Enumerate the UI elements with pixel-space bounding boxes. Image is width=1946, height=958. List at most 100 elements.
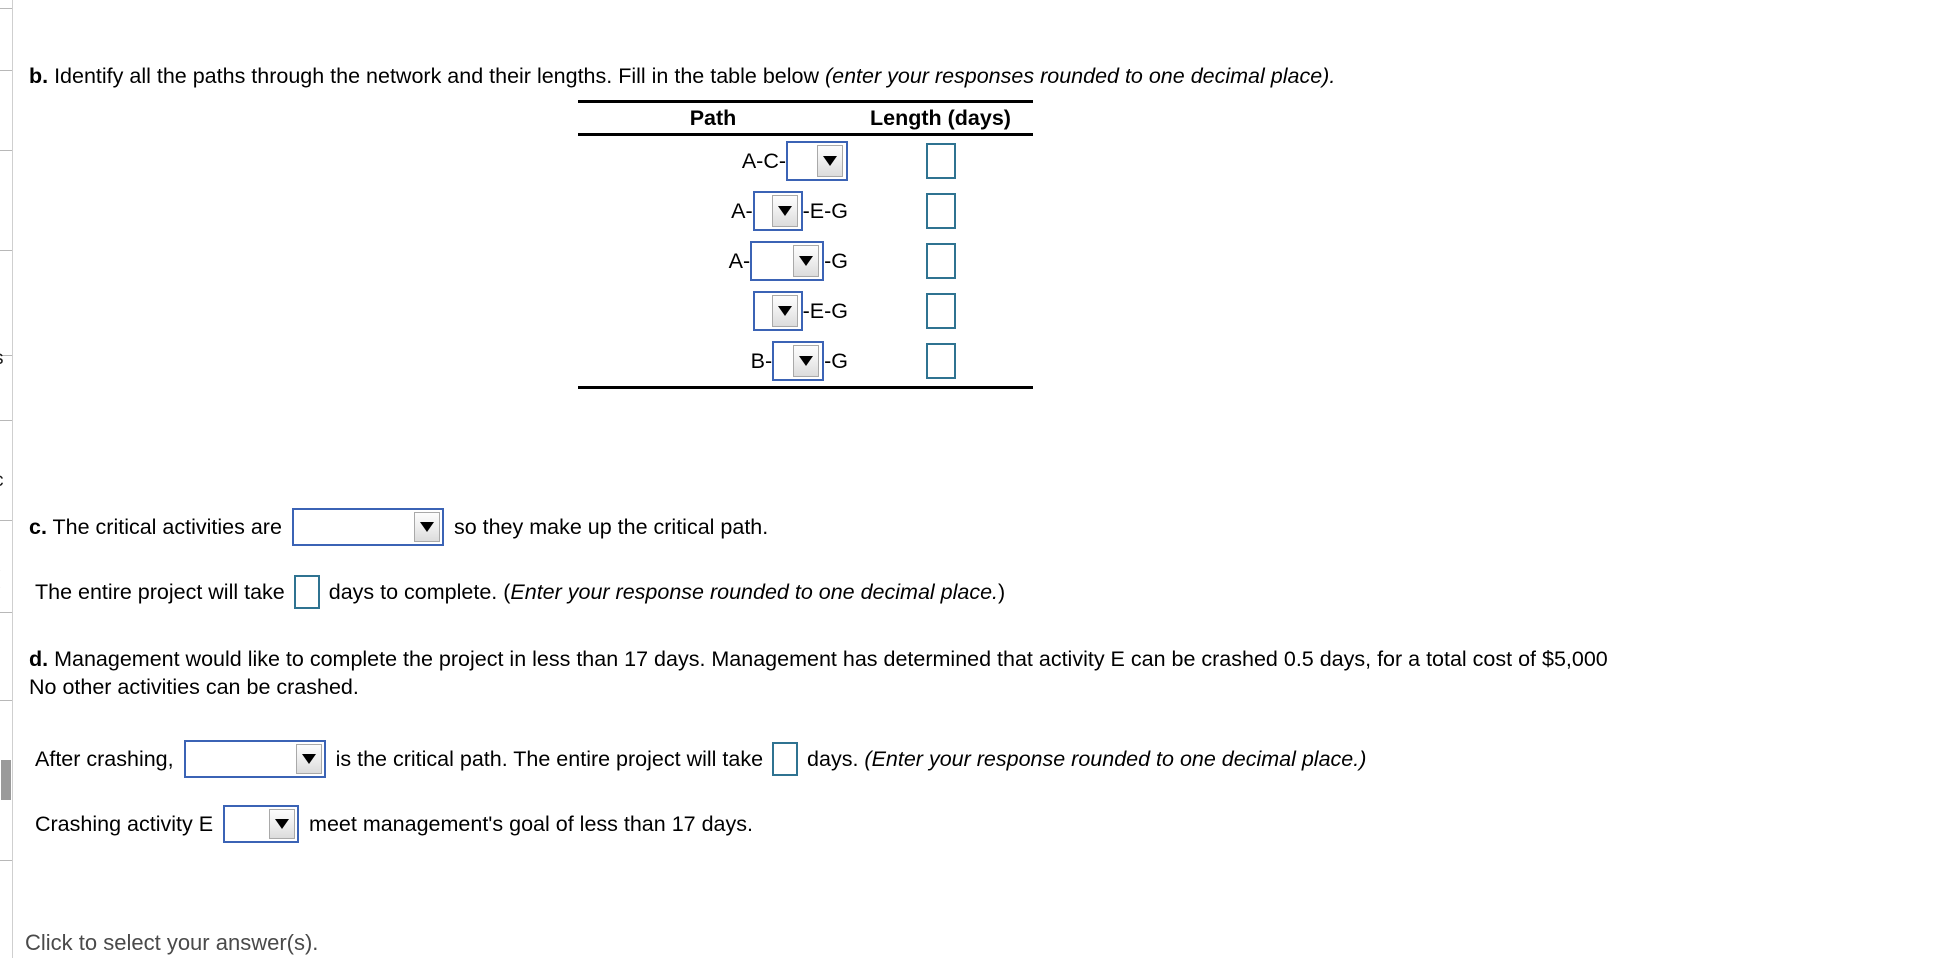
path-segment-select-4[interactable] bbox=[752, 291, 803, 331]
after-crashing-text-mid: is the critical path. The entire project… bbox=[335, 747, 764, 771]
length-cell bbox=[848, 143, 1033, 179]
after-crashing-duration-input[interactable] bbox=[772, 742, 799, 776]
table-bottom-rule bbox=[578, 386, 1033, 389]
path-prefix: A- bbox=[731, 198, 753, 223]
after-crashing-row: After crashing, is the critical path. Th… bbox=[35, 740, 1366, 778]
column-header-length: Length (days) bbox=[870, 105, 1011, 130]
left-edge-strip: s c ( bbox=[0, 0, 13, 958]
caret-down-glyph bbox=[799, 356, 814, 366]
path-suffix: -G bbox=[824, 348, 848, 373]
after-crashing-text-after: days. (Enter your response rounded to on… bbox=[807, 745, 1366, 773]
caret-down-glyph bbox=[777, 206, 792, 216]
edge-tick bbox=[0, 8, 12, 9]
question-b-marker: b. bbox=[29, 64, 49, 88]
path-cell: A-C- bbox=[578, 141, 848, 181]
project-duration-text-before: The entire project will take bbox=[35, 580, 285, 604]
question-b-body: Identify all the paths through the netwo… bbox=[48, 64, 825, 88]
table-row: A- -E-G bbox=[578, 186, 1033, 236]
caret-down-glyph bbox=[777, 306, 792, 316]
caret-down-icon[interactable] bbox=[817, 145, 843, 177]
edge-tick bbox=[0, 70, 12, 71]
path-cell: A- -G bbox=[578, 241, 848, 281]
path-segment-select-5[interactable] bbox=[772, 341, 825, 381]
length-input-1[interactable] bbox=[925, 143, 956, 179]
caret-down-glyph bbox=[419, 522, 434, 532]
edge-tick bbox=[0, 355, 12, 356]
path-segment-select-1[interactable] bbox=[786, 141, 848, 181]
critical-activities-select[interactable] bbox=[291, 508, 444, 546]
caret-down-glyph bbox=[799, 256, 814, 266]
table-row: B- -G bbox=[578, 336, 1033, 386]
caret-down-icon[interactable] bbox=[771, 195, 798, 227]
length-input-2[interactable] bbox=[925, 193, 956, 229]
length-input-3[interactable] bbox=[925, 243, 956, 279]
after-crashing-italic-note: (Enter your response rounded to one deci… bbox=[864, 747, 1367, 771]
crashing-e-select[interactable] bbox=[223, 805, 300, 843]
length-input-4[interactable] bbox=[925, 293, 956, 329]
table-row: A-C- bbox=[578, 136, 1033, 186]
length-cell bbox=[848, 293, 1033, 329]
path-prefix: B- bbox=[750, 348, 773, 373]
after-crashing-path-select[interactable] bbox=[183, 740, 326, 778]
caret-down-glyph bbox=[823, 156, 837, 166]
caret-down-icon[interactable] bbox=[771, 295, 798, 327]
edge-tick bbox=[0, 860, 12, 861]
project-duration-input[interactable] bbox=[293, 575, 320, 609]
length-cell bbox=[848, 243, 1033, 279]
caret-down-icon[interactable] bbox=[793, 345, 820, 377]
question-d-body: Management would like to complete the pr… bbox=[48, 647, 1608, 671]
question-d-line1: d. Management would like to complete the… bbox=[29, 645, 1608, 673]
table-header-row: Path Length (days) bbox=[578, 103, 1033, 133]
table-body: A-C- A- -E-G A- -G -E-G B- -G bbox=[578, 136, 1033, 386]
question-c-marker: c. bbox=[29, 515, 47, 539]
question-b-italic-note: (enter your responses rounded to one dec… bbox=[824, 64, 1336, 88]
after-crashing-after-label: days. bbox=[807, 747, 865, 771]
caret-down-glyph bbox=[275, 819, 290, 829]
caret-down-icon[interactable] bbox=[269, 809, 296, 839]
project-duration-row: The entire project will take days to com… bbox=[35, 575, 1005, 609]
caret-down-glyph bbox=[301, 754, 316, 764]
path-segment-select-2[interactable] bbox=[752, 191, 803, 231]
project-duration-italic-note: Enter your response rounded to one decim… bbox=[510, 580, 999, 604]
path-prefix: A- bbox=[728, 248, 751, 273]
table-top-rule bbox=[578, 100, 1033, 103]
question-b-text: b. Identify all the paths through the ne… bbox=[29, 62, 1335, 90]
path-cell: A- -E-G bbox=[578, 191, 848, 231]
crashing-e-text-after: meet management's goal of less than 17 d… bbox=[309, 812, 753, 836]
table-header-rule bbox=[578, 133, 1033, 136]
caret-down-icon[interactable] bbox=[295, 744, 322, 774]
footer-hint: Click to select your answer(s). bbox=[25, 930, 319, 955]
question-d-line2: No other activities can be crashed. bbox=[29, 675, 359, 699]
edge-tick bbox=[0, 420, 12, 421]
caret-down-icon[interactable] bbox=[413, 512, 440, 542]
question-c-row: c. The critical activities are so they m… bbox=[29, 508, 768, 546]
edge-tick bbox=[0, 250, 12, 251]
length-cell bbox=[848, 343, 1033, 379]
path-suffix: -E-G bbox=[802, 198, 848, 223]
crashing-e-row: Crashing activity E meet management's go… bbox=[35, 805, 753, 843]
caret-down-icon[interactable] bbox=[793, 245, 820, 277]
path-suffix: -G bbox=[824, 248, 848, 273]
question-c-label: c. The critical activities are bbox=[29, 513, 282, 541]
table-row: -E-G bbox=[578, 286, 1033, 336]
question-d-marker: d. bbox=[29, 647, 49, 671]
project-duration-after-label: days to complete. ( bbox=[328, 580, 511, 604]
length-cell bbox=[848, 193, 1033, 229]
paths-table: Path Length (days) A-C- A- -E-G A- -G -E-G B- -… bbox=[578, 100, 1033, 389]
edge-tick bbox=[0, 520, 12, 521]
edge-tick bbox=[0, 150, 12, 151]
project-duration-text-after: days to complete. (Enter your response r… bbox=[329, 578, 1005, 606]
question-c-text-after: so they make up the critical path. bbox=[453, 515, 769, 539]
path-suffix: -E-G bbox=[802, 298, 848, 323]
path-prefix: A-C- bbox=[741, 148, 786, 173]
table-row: A- -G bbox=[578, 236, 1033, 286]
question-c-text-before: The critical activities are bbox=[46, 515, 282, 539]
exercise-page: b. Identify all the paths through the ne… bbox=[13, 0, 1946, 958]
path-segment-select-3[interactable] bbox=[750, 241, 825, 281]
project-duration-text-end: ) bbox=[998, 580, 1006, 604]
path-cell: B- -G bbox=[578, 341, 848, 381]
after-crashing-text-before: After crashing, bbox=[35, 747, 174, 771]
length-input-5[interactable] bbox=[925, 343, 956, 379]
scrollbar-thumb[interactable] bbox=[1, 760, 11, 800]
edge-tick bbox=[0, 612, 12, 613]
